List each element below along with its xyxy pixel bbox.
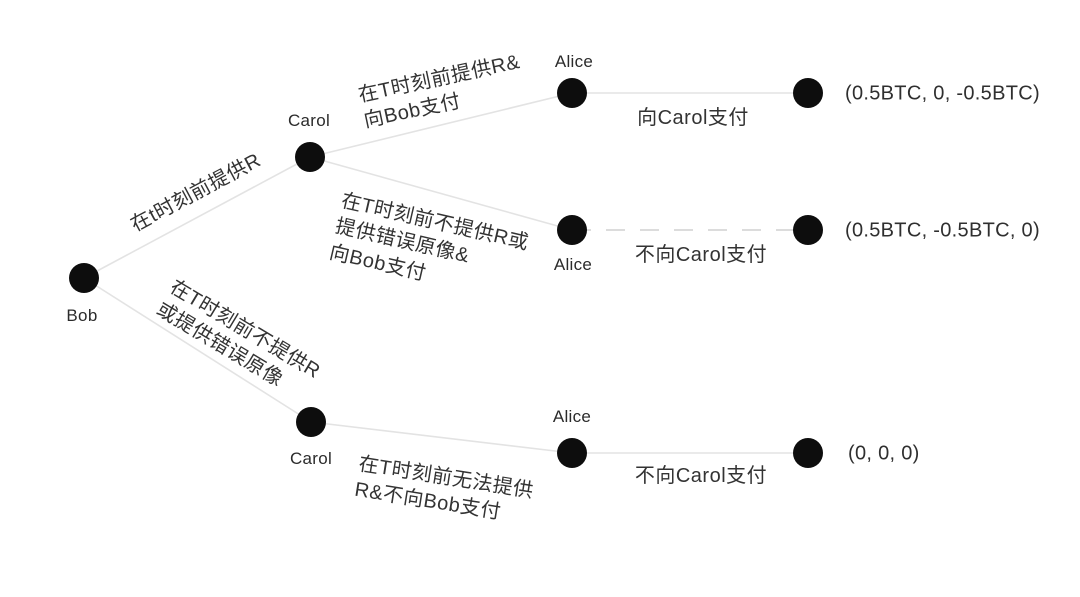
payoff-top: (0.5BTC, 0, -0.5BTC)	[845, 82, 1040, 105]
node-alice-bottom	[557, 438, 587, 468]
branch-label-not-pay-carol-mid: 不向Carol支付	[634, 243, 768, 266]
edge-bob-carol-top	[83, 156, 311, 279]
branch-label-not-pay-carol-bottom: 不向Carol支付	[634, 464, 768, 487]
player-label-carol-top: Carol	[287, 111, 331, 130]
node-carol-bottom	[296, 407, 326, 437]
player-label-carol-bottom: Carol	[289, 449, 333, 468]
node-carol-top	[295, 142, 325, 172]
edge-carol-alice-mid	[309, 156, 573, 231]
player-label-bob: Bob	[66, 306, 98, 325]
payoff-mid: (0.5BTC, -0.5BTC, 0)	[845, 219, 1040, 242]
branch-label-pay-carol: 向Carol支付	[637, 106, 749, 129]
player-label-alice-mid: Alice	[553, 255, 593, 274]
edge-carol-alice-top	[309, 92, 573, 158]
node-outcome-bottom	[793, 438, 823, 468]
node-outcome-mid	[793, 215, 823, 245]
player-label-alice-bottom: Alice	[552, 407, 592, 426]
node-bob	[69, 263, 99, 293]
node-outcome-top	[793, 78, 823, 108]
node-alice-mid	[557, 215, 587, 245]
player-label-alice-top: Alice	[554, 52, 594, 71]
edge-bob-carol-bottom	[83, 277, 312, 423]
edge-carol-alice-bottom	[310, 421, 573, 454]
payoff-bottom: (0, 0, 0)	[848, 442, 920, 465]
node-alice-top	[557, 78, 587, 108]
